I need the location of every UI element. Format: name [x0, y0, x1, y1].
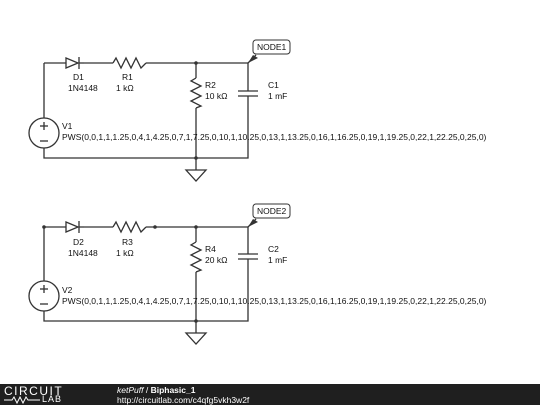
v2-value-label: PWS(0,0,1,1,1.25,0,4,1,4.25,0,7,1,7.25,0…	[62, 296, 487, 306]
voltage-source-v1[interactable]	[28, 117, 60, 149]
diode-d2[interactable]	[65, 221, 84, 233]
node-label-node2[interactable]: NODE2	[247, 203, 291, 228]
c2-value-label: 1 mF	[268, 255, 287, 265]
r1-name-label: R1	[122, 72, 133, 82]
resistor-r4[interactable]	[189, 241, 203, 273]
r1-value-label: 1 kΩ	[116, 83, 134, 93]
project-url[interactable]: http://circuitlab.com/c4qfg5vkh3w2f	[117, 395, 250, 405]
junction-dot	[194, 225, 198, 229]
junction-dot	[42, 225, 46, 229]
c1-name-label: C1	[268, 80, 279, 90]
resistor-r1[interactable]	[112, 56, 147, 70]
wire-c1-bottom	[196, 96, 249, 159]
d2-name-label: D2	[73, 237, 84, 247]
r2-name-label: R2	[205, 80, 216, 90]
project-breadcrumb: ketPuff / Biphasic_1	[117, 385, 195, 395]
junction-dot	[194, 156, 198, 160]
author-link[interactable]: ketPuff	[117, 385, 144, 395]
d1-model-label: 1N4148	[68, 83, 98, 93]
c1-value-label: 1 mF	[268, 91, 287, 101]
ground-symbol	[184, 169, 208, 182]
capacitor-c2[interactable]	[238, 253, 258, 260]
resistor-r3[interactable]	[112, 220, 147, 234]
junction-dot	[153, 225, 157, 229]
v2-name-label: V2	[62, 285, 73, 295]
wire-c2-bottom	[196, 259, 249, 322]
project-title[interactable]: Biphasic_1	[150, 385, 196, 395]
wire-left-bottom	[43, 148, 196, 159]
c2-name-label: C2	[268, 244, 279, 254]
capacitor-c1[interactable]	[238, 90, 258, 97]
breadcrumb-separator: /	[143, 385, 151, 395]
r3-name-label: R3	[122, 237, 133, 247]
resistor-r2[interactable]	[189, 77, 203, 109]
r4-name-label: R4	[205, 244, 216, 254]
v1-name-label: V1	[62, 121, 73, 131]
logo-text-top: CIRCUIT	[4, 384, 64, 398]
diode-d1[interactable]	[65, 57, 84, 69]
voltage-source-v2[interactable]	[28, 280, 60, 312]
v1-value-label: PWS(0,0,1,1,1.25,0,4,1,4.25,0,7,1,7.25,0…	[62, 132, 487, 142]
junction-dot	[194, 61, 198, 65]
node-label-node1[interactable]: NODE1	[247, 39, 291, 64]
r2-value-label: 10 kΩ	[205, 91, 227, 101]
node2-text: NODE2	[257, 206, 287, 216]
d1-name-label: D1	[73, 72, 84, 82]
logo-text-bottom: LAB	[42, 394, 63, 404]
footer-bar: CIRCUIT LAB ketPuff / Biphasic_1 http://…	[0, 384, 540, 405]
r3-value-label: 1 kΩ	[116, 248, 134, 258]
circuit-2: D2 1N4148 R3 1 kΩ R4 20 kΩ C2 1 mF V2 PW…	[28, 203, 487, 345]
junction-dot	[194, 319, 198, 323]
wire-left-bottom	[43, 311, 196, 322]
r4-value-label: 20 kΩ	[205, 255, 227, 265]
resistor-logo-icon	[4, 396, 40, 404]
schematic-canvas: D1 1N4148 R1 1 kΩ R2 10 kΩ C1 1 mF V1 PW…	[28, 39, 487, 345]
ground-symbol	[184, 332, 208, 345]
d2-model-label: 1N4148	[68, 248, 98, 258]
circuit-1: D1 1N4148 R1 1 kΩ R2 10 kΩ C1 1 mF V1 PW…	[28, 39, 487, 182]
circuitlab-logo[interactable]: CIRCUIT LAB	[4, 384, 94, 404]
node1-text: NODE1	[257, 42, 287, 52]
